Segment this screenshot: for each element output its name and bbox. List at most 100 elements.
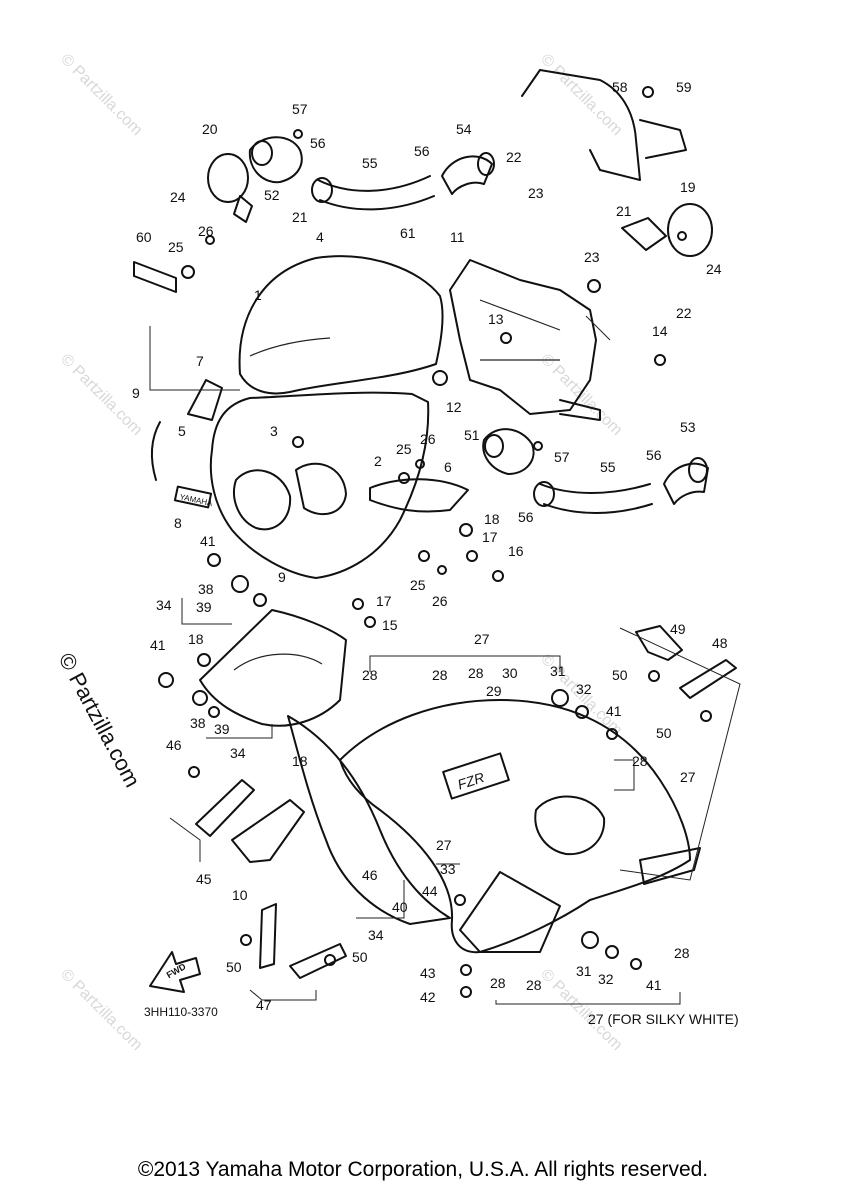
callout-40: 40 bbox=[392, 899, 408, 915]
callout-28: 28 bbox=[632, 753, 648, 769]
bracket-47b bbox=[289, 943, 347, 979]
watermark: © Partzilla.com bbox=[57, 966, 145, 1054]
cowling-stay-11 bbox=[449, 259, 601, 421]
callout-53: 53 bbox=[680, 419, 696, 435]
duct-joint-left bbox=[248, 136, 303, 184]
callout-46: 46 bbox=[362, 867, 378, 883]
callout-43: 43 bbox=[420, 965, 436, 981]
bracket-60 bbox=[133, 261, 177, 293]
callout-31: 31 bbox=[550, 663, 566, 679]
callout-56: 56 bbox=[414, 143, 430, 159]
callout-25: 25 bbox=[396, 441, 412, 457]
under-cowl-lower-front bbox=[459, 871, 561, 953]
inner-panel-7 bbox=[187, 379, 223, 421]
silky-white-note: 27 (FOR SILKY WHITE) bbox=[588, 1011, 739, 1027]
callout-21: 21 bbox=[616, 203, 632, 219]
callout-49: 49 bbox=[670, 621, 686, 637]
callout-31: 31 bbox=[576, 963, 592, 979]
callout-9: 9 bbox=[132, 385, 140, 401]
duct-elbow-upper bbox=[441, 152, 495, 195]
callout-60: 60 bbox=[136, 229, 152, 245]
callout-38: 38 bbox=[190, 715, 206, 731]
bracket-47a bbox=[259, 903, 277, 969]
callout-56: 56 bbox=[310, 135, 326, 151]
callout-5: 5 bbox=[178, 423, 186, 439]
callout-25: 25 bbox=[410, 577, 426, 593]
callout-27: 27 bbox=[680, 769, 696, 785]
callout-54: 54 bbox=[456, 121, 472, 137]
callout-8: 8 bbox=[174, 515, 182, 531]
callout-23: 23 bbox=[528, 185, 544, 201]
callout-42: 42 bbox=[420, 989, 436, 1005]
callout-57: 57 bbox=[554, 449, 570, 465]
callout-56: 56 bbox=[518, 509, 534, 525]
mirror-right bbox=[621, 203, 713, 257]
callout-1: 1 bbox=[254, 287, 262, 303]
windshield bbox=[238, 255, 444, 395]
callout-29: 29 bbox=[486, 683, 502, 699]
watermark-side: © Partzilla.com bbox=[54, 649, 146, 792]
callout-21: 21 bbox=[292, 209, 308, 225]
edge-molding-9 bbox=[150, 421, 161, 481]
callout-11: 11 bbox=[450, 229, 465, 245]
callout-17: 17 bbox=[376, 593, 392, 609]
callout-24: 24 bbox=[170, 189, 186, 205]
callout-55: 55 bbox=[600, 459, 616, 475]
callout-14: 14 bbox=[652, 323, 668, 339]
callout-27: 27 bbox=[436, 837, 452, 853]
stay-bracket-top bbox=[521, 69, 687, 181]
callout-13: 13 bbox=[488, 311, 504, 327]
callout-17: 17 bbox=[482, 529, 498, 545]
callout-50: 50 bbox=[612, 667, 628, 683]
callout-30: 30 bbox=[502, 665, 518, 681]
under-cowl-side-left bbox=[287, 715, 451, 925]
side-panel-6 bbox=[369, 478, 469, 513]
callout-28: 28 bbox=[468, 665, 484, 681]
callout-2: 2 bbox=[374, 453, 382, 469]
air-duct-hose-upper bbox=[311, 175, 435, 211]
callout-28: 28 bbox=[526, 977, 542, 993]
callout-32: 32 bbox=[576, 681, 592, 697]
callout-9: 9 bbox=[278, 569, 286, 585]
callout-28: 28 bbox=[490, 975, 506, 991]
callout-41: 41 bbox=[150, 637, 166, 653]
callout-28: 28 bbox=[432, 667, 448, 683]
fwd-arrow-icon: FWD bbox=[149, 951, 201, 993]
callout-39: 39 bbox=[196, 599, 212, 615]
copyright-notice: ©2013 Yamaha Motor Corporation, U.S.A. A… bbox=[137, 1158, 709, 1181]
callout-25: 25 bbox=[168, 239, 184, 255]
callout-28: 28 bbox=[674, 945, 690, 961]
callout-7: 7 bbox=[196, 353, 204, 369]
callout-22: 22 bbox=[676, 305, 692, 321]
mirror-left bbox=[207, 153, 253, 223]
callout-58: 58 bbox=[612, 79, 628, 95]
callout-16: 16 bbox=[508, 543, 524, 559]
callout-41: 41 bbox=[200, 533, 216, 549]
duct-joint-right bbox=[482, 428, 535, 475]
callout-32: 32 bbox=[598, 971, 614, 987]
leader-lines bbox=[149, 315, 741, 1005]
watermark: © Partzilla.com bbox=[537, 351, 625, 439]
bracket-48 bbox=[679, 659, 737, 699]
upper-cowling bbox=[209, 391, 430, 579]
callout-18: 18 bbox=[484, 511, 500, 527]
bracket-10 bbox=[231, 799, 305, 863]
callout-47: 47 bbox=[256, 997, 272, 1013]
fwd-label: FWD bbox=[165, 961, 188, 980]
callout-56: 56 bbox=[646, 447, 662, 463]
callout-41: 41 bbox=[646, 977, 662, 993]
callout-48: 48 bbox=[712, 635, 728, 651]
callout-50: 50 bbox=[656, 725, 672, 741]
callout-22: 22 bbox=[506, 149, 522, 165]
callout-34: 34 bbox=[156, 597, 172, 613]
callout-28: 28 bbox=[362, 667, 378, 683]
callout-59: 59 bbox=[676, 79, 692, 95]
callout-10: 10 bbox=[232, 887, 248, 903]
hardware bbox=[158, 86, 712, 998]
callout-3: 3 bbox=[270, 423, 278, 439]
under-cowl-main: FZR bbox=[339, 699, 691, 954]
callout-55: 55 bbox=[362, 155, 378, 171]
brand-tag: YAMAHA bbox=[173, 485, 214, 509]
callout-18: 18 bbox=[292, 753, 308, 769]
